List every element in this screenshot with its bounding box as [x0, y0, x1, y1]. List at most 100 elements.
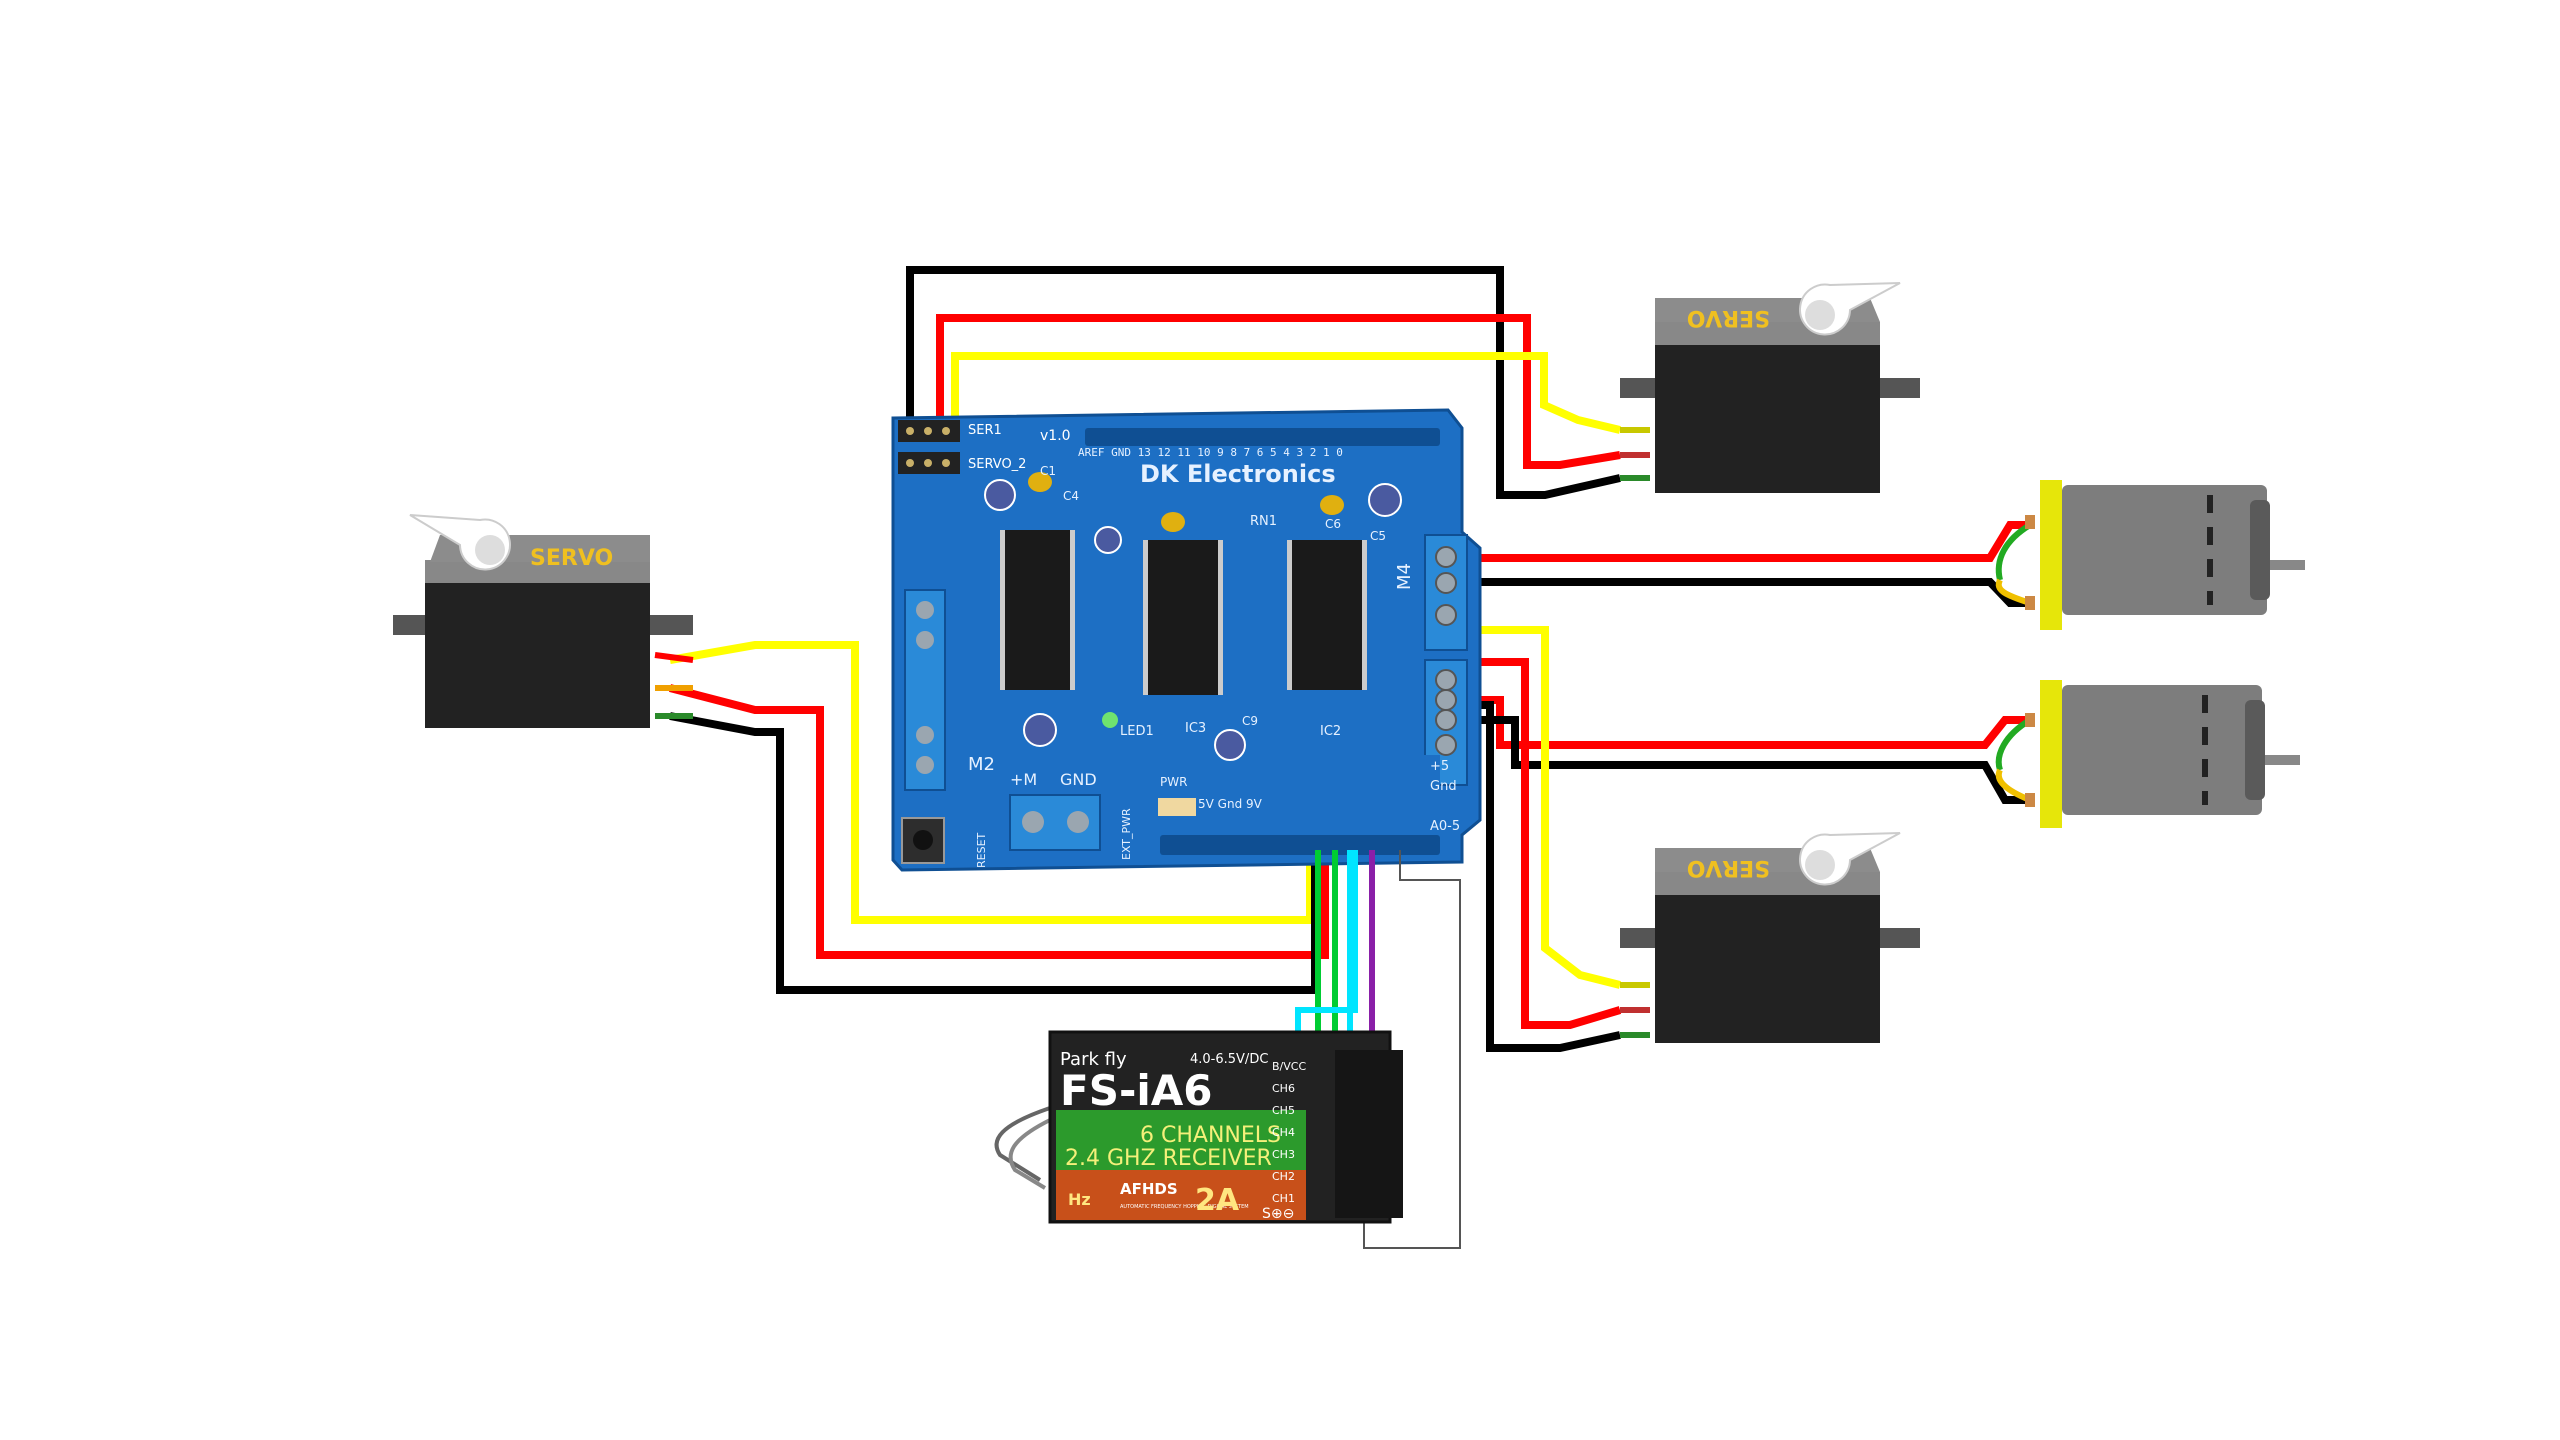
capacitor-c1 [984, 479, 1016, 511]
servo-header [898, 420, 960, 474]
receiver-line1: 6 CHANNELS [1140, 1123, 1281, 1148]
motor-upper-endcap [2040, 480, 2062, 630]
m2-label: M2 [968, 754, 995, 775]
plus5-label: +5 [1430, 759, 1449, 774]
led1 [1102, 712, 1118, 728]
receiver-brand-top: Park fly [1060, 1049, 1127, 1070]
motor-upper-lead-yellow [1995, 578, 2031, 606]
ext-pwr-label: EXT_PWR [1120, 808, 1133, 860]
receiver-line2: 2.4 GHZ RECEIVER [1065, 1146, 1272, 1171]
gnd-pin-label: GND [1060, 770, 1097, 789]
c5-label: C5 [1370, 529, 1386, 543]
motor-lower-body [2062, 685, 2262, 815]
receiver-hz: Hz [1068, 1190, 1091, 1209]
ic-chips [1000, 530, 1367, 695]
servo-upper-right-label: SERVO [1687, 305, 1770, 330]
pin-label-ch1: CH1 [1272, 1192, 1295, 1205]
servo-lower-right-label: SERVO [1687, 855, 1770, 880]
servo-upper-right-body [1655, 345, 1880, 493]
capacitor-yellow-1 [1028, 472, 1052, 492]
receiver-green-band [1056, 1110, 1306, 1170]
wires-upper-servo [906, 266, 1621, 499]
ser1-label: SER1 [968, 423, 1002, 438]
receiver-pin-block [1335, 1050, 1403, 1218]
motor-lower-endcap [2040, 680, 2062, 828]
receiver-afhds-sub: AUTOMATIC FREQUENCY HOPPING DIGITAL SYST… [1120, 1204, 1249, 1210]
analog-header [1160, 755, 1440, 855]
receiver-antenna-1 [994, 1106, 1051, 1182]
pin-label-ch5: CH5 [1272, 1104, 1295, 1117]
ic1-label: IC3 [1185, 721, 1206, 736]
receiver-pin-labels: B/VCC CH6 CH5 CH4 CH3 CH2 CH1 [1272, 1060, 1306, 1205]
wire-yellow-ser1 [951, 352, 1621, 434]
dc-motor-upper [1995, 480, 2305, 630]
servo-left: SERVO [393, 514, 693, 728]
digital-header [1085, 428, 1440, 446]
shield-brand: DK Electronics [1140, 460, 1336, 488]
capacitor-c6 [1368, 483, 1402, 517]
capacitor-c9 [1214, 729, 1246, 761]
pwr-label: PWR [1160, 775, 1187, 789]
shield-version: v1.0 [1040, 428, 1071, 444]
m4-label: M4 [1394, 563, 1415, 590]
wire-gray-ground [1363, 850, 1461, 1249]
pin-label-ch2: CH2 [1272, 1170, 1295, 1183]
chip-ic2 [1148, 540, 1218, 695]
pin-label-bvcc: B/VCC [1272, 1060, 1306, 1073]
chip-ic3 [1292, 540, 1362, 690]
wire-red-left-servo [668, 684, 1329, 959]
dc-motor-lower [1995, 680, 2300, 828]
wire-red-ser1 [936, 314, 1621, 469]
pin-label-ch4: CH4 [1272, 1126, 1295, 1139]
wire-red-m4 [1450, 521, 2030, 562]
servo-upper-right: SERVO [1620, 282, 1920, 493]
chip-ic1 [1005, 530, 1070, 690]
c6-label: C6 [1325, 517, 1341, 531]
servo-leads [654, 427, 1650, 1038]
receiver-afhds: AFHDS [1120, 1180, 1178, 1198]
five-v-label: 5V Gnd 9V [1198, 797, 1263, 811]
motor-shield: AREF GND 13 12 11 10 9 8 7 6 5 4 3 2 1 0… [891, 408, 1482, 872]
receiver-antenna-2 [1008, 1118, 1051, 1190]
capacitor-c4 [1094, 526, 1122, 554]
receiver-orange-band [1056, 1170, 1306, 1220]
gnd-label: Gnd [1430, 779, 1457, 794]
header-labels: AREF GND 13 12 11 10 9 8 7 6 5 4 3 2 1 0 [1078, 446, 1343, 459]
servo-lower-right-body [1655, 895, 1880, 1043]
c1-label: C1 [1040, 464, 1056, 478]
wire-black-m3 [1450, 716, 2030, 804]
rn1-label: RN1 [1250, 514, 1277, 529]
motor-lower-lead-green [1995, 717, 2032, 771]
motor-upper-lead-green [1995, 522, 2032, 581]
receiver-model: FS-iA6 [1060, 1066, 1213, 1115]
wire-red-m3 [1450, 696, 2030, 749]
servo2-label: SERVO_2 [968, 457, 1026, 472]
motor-terminals-right [1424, 534, 1468, 786]
wire-yellow-left-servo [669, 641, 1314, 924]
receiver-symbols: S⊕⊖ [1262, 1206, 1294, 1222]
c9-label: C9 [1242, 714, 1258, 728]
pin-label-ch3: CH3 [1272, 1148, 1295, 1161]
servo-lower-right: SERVO [1620, 832, 1920, 1043]
c4-label: C4 [1063, 489, 1079, 503]
a05-label: A0-5 [1430, 819, 1460, 834]
wire-black-m4 [1450, 578, 2030, 607]
capacitor-yellow-3 [1320, 495, 1344, 515]
capacitor-left [1023, 713, 1057, 747]
receiver-version: 2A [1195, 1183, 1240, 1218]
plus-m-label: +M [1010, 770, 1037, 789]
receiver-voltage: 4.0-6.5V/DC [1190, 1052, 1268, 1067]
wire-black-ser1 [906, 266, 1621, 499]
servo-left-label: SERVO [530, 546, 613, 571]
capacitor-yellow-2 [1161, 512, 1185, 532]
receiver: Park fly 4.0-6.5V/DC FS-iA6 6 CHANNELS 2… [994, 1030, 1403, 1224]
servo-left-body [425, 583, 650, 728]
power-jumper [1158, 798, 1196, 816]
reset-label: RESET [975, 832, 988, 868]
motor-upper-body [2062, 485, 2267, 615]
motor-terminals-left [904, 589, 946, 791]
ic2-label: IC2 [1320, 724, 1341, 739]
pin-label-ch6: CH6 [1272, 1082, 1295, 1095]
wires-shield-to-motors [1450, 521, 2030, 804]
